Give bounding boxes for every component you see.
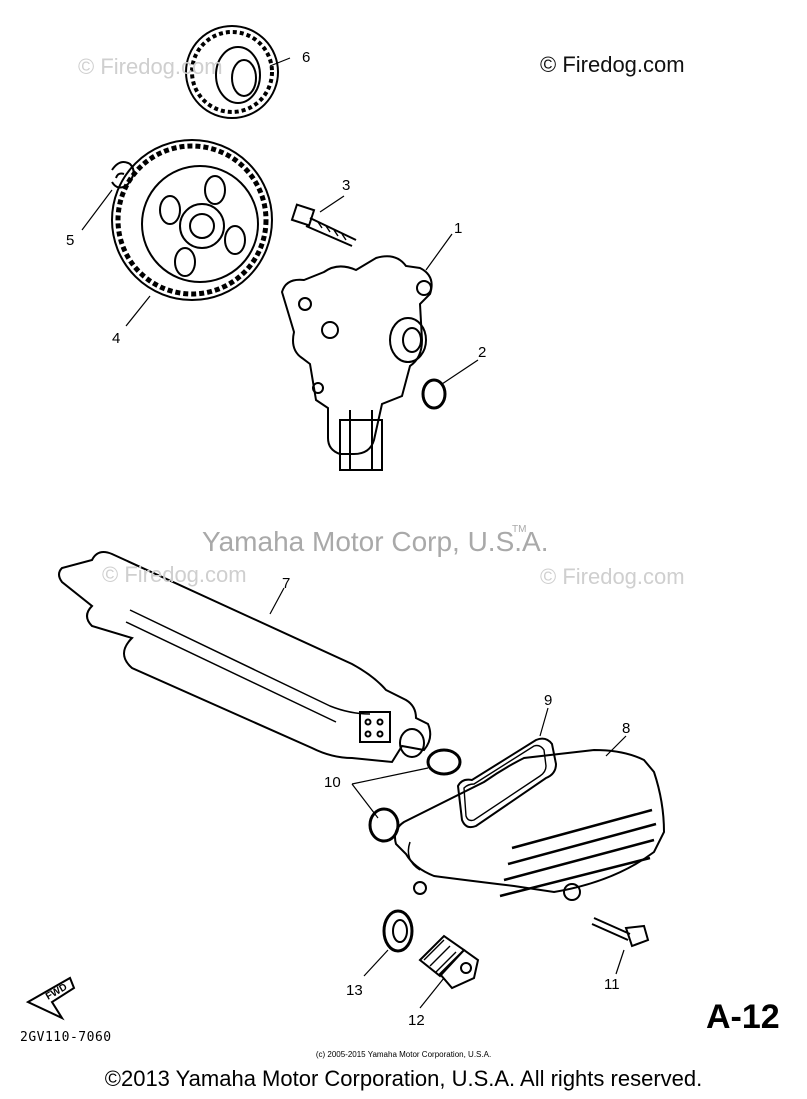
part-12-drain-plug	[418, 934, 480, 990]
callout-10: 10	[324, 774, 341, 791]
callout-2: 2	[478, 344, 487, 361]
callout-8: 8	[622, 720, 631, 737]
watermark-firedog-top-right: © Firedog.com	[540, 52, 685, 77]
watermark-firedog-top-left: © Firedog.com	[78, 54, 223, 79]
callout-3: 3	[342, 177, 351, 194]
part-5-circlip	[111, 161, 135, 189]
callout-1: 1	[454, 220, 463, 237]
watermark-yamaha-center: Yamaha Motor Corp, U.S.A.	[202, 526, 549, 557]
part-4-gear	[111, 139, 273, 301]
part-3-bolt	[290, 203, 357, 247]
callout-12: 12	[408, 1012, 425, 1029]
diagram-reference-code: 2GV110-7060	[20, 1030, 112, 1045]
callout-6: 6	[302, 49, 311, 66]
part-7-strainer	[58, 551, 432, 764]
leader-lines	[81, 57, 627, 1009]
part-1-oil-pump	[280, 255, 433, 471]
small-copyright: (c) 2005-2015 Yamaha Motor Corporation, …	[315, 1050, 492, 1059]
part-8-cover	[394, 748, 666, 901]
part-11-bolt	[591, 917, 650, 948]
part-13-washer	[382, 909, 414, 953]
part-10-o-rings	[368, 748, 462, 843]
callout-5: 5	[66, 232, 75, 249]
copyright-notice: ©2013 Yamaha Motor Corporation, U.S.A. A…	[104, 1066, 703, 1091]
part-2-o-ring	[421, 378, 447, 410]
callout-4: 4	[112, 330, 121, 347]
watermark-firedog-mid-right: © Firedog.com	[540, 564, 685, 589]
page-id: A-12	[706, 998, 780, 1036]
watermark-firedog-mid-left: © Firedog.com	[102, 562, 247, 587]
fwd-arrow-icon	[25, 976, 76, 1021]
watermark-tm: TM	[512, 524, 527, 535]
callout-9: 9	[544, 692, 553, 709]
callout-13: 13	[346, 982, 363, 999]
part-9-gasket	[456, 737, 558, 829]
part-6-gear	[185, 25, 279, 119]
callout-7: 7	[282, 575, 291, 592]
callout-11: 11	[604, 976, 620, 993]
